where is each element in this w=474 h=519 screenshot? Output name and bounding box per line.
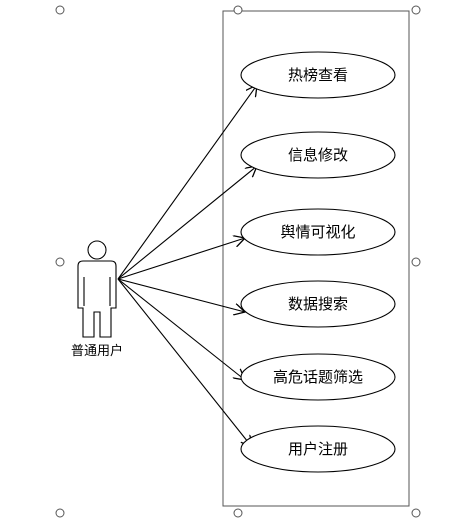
use-case-label: 热榜查看 bbox=[288, 66, 348, 84]
selection-handle-middle-right[interactable] bbox=[411, 257, 421, 267]
association-arrow-register[interactable] bbox=[117, 278, 252, 447]
actor-head bbox=[87, 240, 107, 260]
use-case-label: 高危话题筛选 bbox=[273, 368, 363, 386]
association-arrow-risk-filter[interactable] bbox=[117, 278, 245, 380]
associations bbox=[117, 85, 257, 447]
use-case-risk-filter[interactable]: 高危话题筛选 bbox=[240, 353, 396, 401]
association-arrow-info-edit[interactable] bbox=[117, 166, 257, 280]
use-case-label: 信息修改 bbox=[288, 146, 348, 164]
selection-handle-top-right[interactable] bbox=[411, 5, 421, 15]
use-case-label: 舆情可视化 bbox=[280, 223, 355, 241]
actor-label: 普通用户 bbox=[71, 343, 123, 359]
use-case-register[interactable]: 用户注册 bbox=[240, 425, 396, 473]
selection-handle-bottom-left[interactable] bbox=[55, 508, 65, 518]
selection-handle-top-left[interactable] bbox=[55, 5, 65, 15]
selection-handle-bottom-center[interactable] bbox=[233, 508, 243, 518]
actor-figure[interactable] bbox=[77, 240, 117, 338]
use-case-label: 数据搜索 bbox=[288, 295, 348, 313]
association-arrow-visualization[interactable] bbox=[117, 238, 245, 280]
use-case-visualization[interactable]: 舆情可视化 bbox=[240, 208, 396, 256]
system-boundary[interactable] bbox=[222, 10, 410, 507]
selection-handle-top-center[interactable] bbox=[233, 5, 243, 15]
association-arrow-hot-list[interactable] bbox=[117, 85, 257, 280]
use-case-label: 用户注册 bbox=[288, 440, 348, 458]
use-case-data-search[interactable]: 数据搜索 bbox=[240, 280, 396, 328]
selection-handle-middle-left[interactable] bbox=[55, 257, 65, 267]
use-case-hot-list[interactable]: 热榜查看 bbox=[240, 51, 396, 99]
use-case-info-edit[interactable]: 信息修改 bbox=[240, 131, 396, 179]
selection-handle-bottom-right[interactable] bbox=[411, 508, 421, 518]
selection-handles[interactable] bbox=[55, 5, 421, 518]
association-arrow-data-search[interactable] bbox=[117, 278, 245, 312]
actor-body bbox=[77, 260, 117, 338]
